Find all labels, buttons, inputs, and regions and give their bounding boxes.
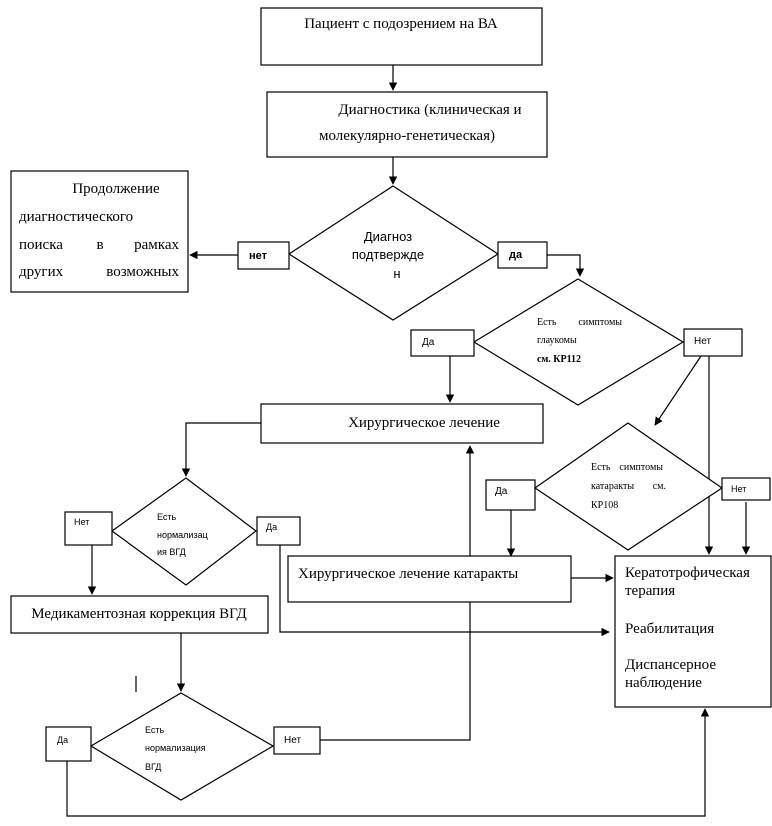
cataract-line1-word1: Есть [591, 462, 611, 473]
glaucoma-line1-word1: Есть [537, 317, 557, 328]
label-no-diagnosis: нет [237, 241, 290, 270]
iop1-line3: ия ВГД [157, 547, 186, 557]
therapy-line1: Кератотрофическая [625, 565, 750, 581]
label-no-glaucoma: Нет [683, 328, 743, 357]
decision-iop-normalization-1: Есть нормализац ия ВГД [110, 477, 257, 586]
arrow-surgery-to-iop-decision [181, 422, 261, 477]
node-patient: Пациент с подозрением на ВА [260, 7, 543, 66]
arrow-iop2-yes-to-therapy [66, 708, 710, 817]
svg-text:Нет: Нет [731, 484, 746, 494]
continue-label-line3-word1: поиска [19, 237, 63, 253]
connectors [66, 65, 751, 817]
iop1-line1: Есть [157, 512, 177, 522]
svg-text:Нет: Нет [74, 517, 89, 527]
label-no-iop2: Нет [273, 726, 321, 755]
decision-glaucoma: Есть симптомы глаукомы см. КР112 [472, 278, 685, 406]
arrow-iop-yes-to-therapy [279, 545, 610, 637]
medical-iop-label: Медикаментозная коррекция ВГД [31, 606, 247, 622]
decision-diagnosis-line1: Диагноз [364, 229, 412, 244]
node-therapy: Кератотрофическая терапия Реабилитация Д… [614, 555, 772, 708]
node-cataract-surgery: Хирургическое лечение катаракты [287, 555, 572, 603]
therapy-line5: наблюдение [625, 675, 702, 691]
label-no-cataract: Нет [721, 477, 771, 501]
arrow-yes-to-glaucoma [547, 254, 585, 277]
patient-label: Пациент с подозрением на ВА [304, 16, 498, 32]
label-yes-iop2: Да [45, 726, 92, 762]
cataract-line2-word1: катаракты [591, 481, 634, 492]
svg-text:Да: Да [422, 337, 435, 348]
decision-diagnosis-confirmed: Диагноз подтвержде н [287, 185, 500, 321]
continue-label-line4-word1: других [19, 264, 64, 280]
label-yes-cataract: Да [485, 479, 536, 511]
cataract-line1-word2: симптомы [619, 462, 663, 473]
svg-text:Да: Да [495, 486, 508, 497]
therapy-line4: Диспансерное [625, 657, 716, 673]
continue-label-line3-word3: рамках [134, 237, 179, 253]
diagnostics-label-line2: молекулярно-генетическая) [319, 128, 495, 144]
continue-label-line1: Продолжение [72, 181, 160, 197]
therapy-line3: Реабилитация [625, 621, 714, 637]
decision-cataract: Есть симптомы катаракты см. КР108 [533, 422, 724, 551]
label-yes-diagnosis: да [497, 241, 548, 269]
node-diagnostics: Диагностика (клиническая и молекулярно-г… [266, 91, 548, 158]
decision-diagnosis-line2: подтвержде [352, 247, 424, 262]
node-continue-search: Продолжение диагностического поиска в ра… [10, 170, 189, 293]
surgery-label: Хирургическое лечение [348, 415, 500, 431]
glaucoma-line1-word2: симптомы [578, 317, 622, 328]
svg-text:Нет: Нет [284, 735, 301, 746]
label-yes-glaucoma: Да [410, 329, 475, 357]
svg-text:да: да [509, 249, 523, 261]
svg-text:Да: Да [266, 522, 277, 532]
decision-diagnosis-line3: н [393, 266, 400, 281]
label-yes-iop1: Да [256, 516, 301, 546]
diagnostics-label-line1: Диагностика (клиническая и [338, 102, 521, 118]
iop2-line2: нормализация [145, 743, 206, 753]
iop2-line3: ВГД [145, 762, 161, 772]
continue-label-line4-word2: возможных [106, 264, 179, 280]
label-no-iop1: Нет [64, 511, 113, 546]
decision-iop-normalization-2: Есть нормализация ВГД [89, 692, 275, 801]
svg-text:Да: Да [57, 735, 68, 745]
iop2-line1: Есть [145, 725, 165, 735]
node-medical-iop: Медикаментозная коррекция ВГД [10, 595, 269, 634]
therapy-line2: терапия [625, 583, 675, 599]
iop1-line2: нормализац [157, 530, 208, 540]
continue-label-line2: диагностического [19, 209, 133, 225]
continue-label-line3-word2: в [96, 237, 103, 253]
arrow-glaucoma-no-to-cataract [654, 355, 702, 426]
svg-text:нет: нет [249, 250, 268, 262]
node-surgery: Хирургическое лечение [260, 403, 544, 444]
cataract-line3: КР108 [591, 500, 618, 511]
svg-text:Нет: Нет [694, 336, 711, 347]
glaucoma-line2: глаукомы [537, 335, 577, 346]
glaucoma-line3: см. КР112 [537, 354, 581, 365]
arrow-iop2-no-to-surgery [320, 445, 475, 741]
cataract-line2-word2: см. [653, 481, 666, 492]
cataract-surgery-label: Хирургическое лечение катаракты [298, 566, 518, 582]
